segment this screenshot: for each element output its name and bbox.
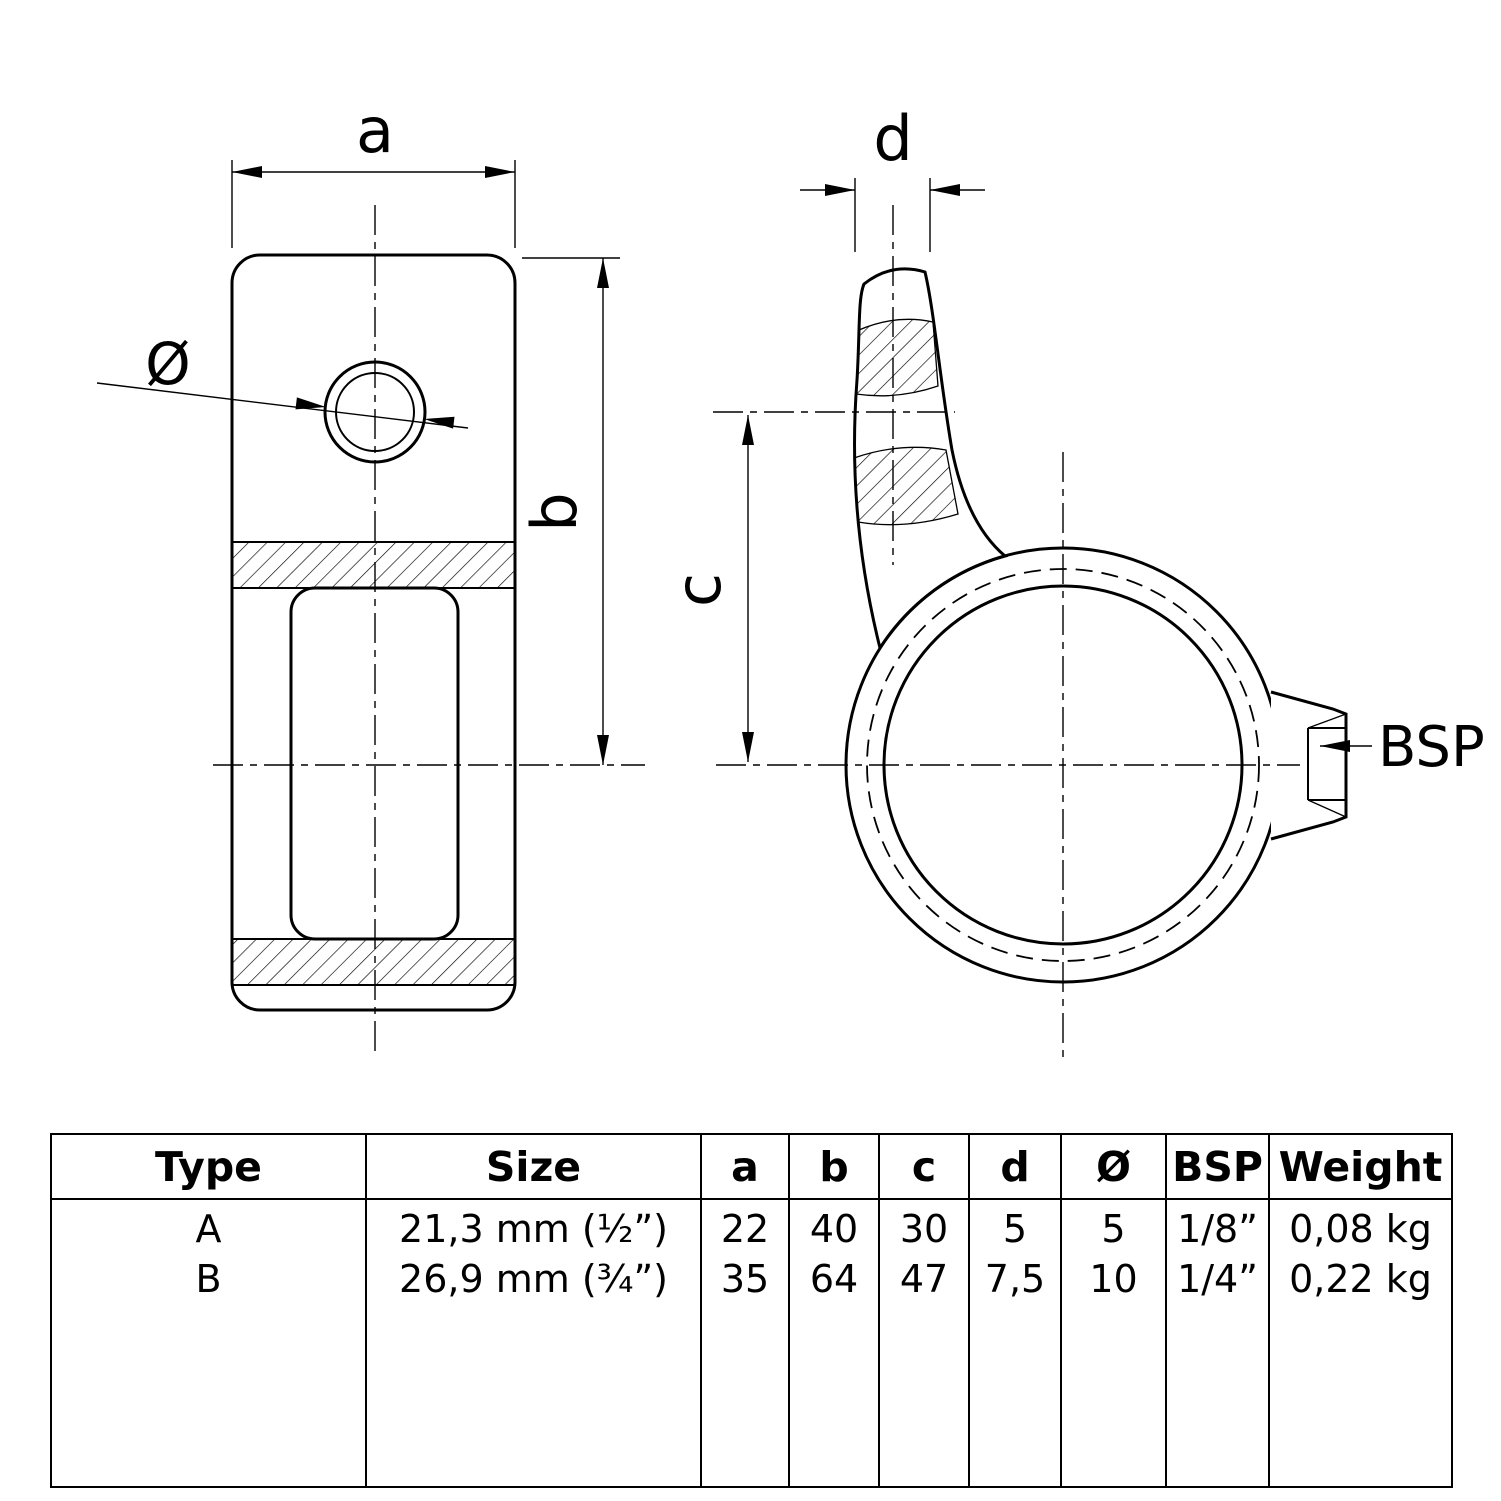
col-header-c: c bbox=[880, 1135, 970, 1200]
cell-a-row-a: 22 bbox=[720, 1207, 770, 1251]
table-col-d: 5 7,5 bbox=[970, 1200, 1062, 1486]
table-col-a: 22 35 bbox=[702, 1200, 790, 1486]
front-view: a b Ø bbox=[96, 94, 645, 1058]
table-col-diameter: 5 10 bbox=[1062, 1200, 1167, 1486]
col-header-type: Type bbox=[52, 1135, 367, 1200]
dim-d-label: d bbox=[873, 102, 912, 175]
cell-type-row-b: B bbox=[195, 1257, 222, 1301]
cell-a-row-b: 35 bbox=[720, 1257, 770, 1301]
side-view: d c BSP bbox=[662, 102, 1485, 1062]
col-header-d: d bbox=[970, 1135, 1062, 1200]
cell-weight-row-a: 0,08 kg bbox=[1289, 1207, 1432, 1251]
technical-drawing: a b Ø bbox=[96, 94, 1485, 1062]
clamp-body-outline bbox=[230, 253, 517, 1012]
table-col-b: 40 64 bbox=[790, 1200, 880, 1486]
lug-hatch-bottom bbox=[853, 446, 959, 526]
bsp-label: BSP bbox=[1378, 715, 1485, 780]
cell-type-row-a: A bbox=[195, 1207, 222, 1251]
bsp-chamfer-top bbox=[1307, 713, 1347, 729]
table-col-c: 30 47 bbox=[880, 1200, 970, 1486]
cell-c-row-a: 30 bbox=[899, 1207, 949, 1251]
bsp-chamfer-bottom bbox=[1307, 799, 1347, 818]
cell-c-row-b: 47 bbox=[899, 1257, 949, 1301]
table-col-bsp: 1/8” 1/4” bbox=[1167, 1200, 1270, 1486]
cell-b-row-b: 64 bbox=[809, 1257, 859, 1301]
dim-a-label: a bbox=[356, 94, 394, 167]
table-col-weight: 0,08 kg 0,22 kg bbox=[1270, 1200, 1451, 1486]
col-header-a: a bbox=[702, 1135, 790, 1200]
cell-d-row-a: 5 bbox=[1002, 1207, 1028, 1251]
table-col-type: A B bbox=[52, 1200, 367, 1486]
section-hatch-top bbox=[231, 541, 516, 589]
lug-hatch-top bbox=[855, 318, 939, 397]
col-header-size: Size bbox=[367, 1135, 702, 1200]
cell-d-row-b: 7,5 bbox=[984, 1257, 1046, 1301]
cell-weight-row-b: 0,22 kg bbox=[1289, 1257, 1432, 1301]
diameter-symbol-label: Ø bbox=[145, 330, 191, 398]
cell-diameter-row-b: 10 bbox=[1089, 1257, 1138, 1301]
section-hatch-bottom bbox=[231, 938, 516, 986]
cell-size-row-b: 26,9 mm (¾”) bbox=[399, 1257, 668, 1301]
dimension-b: b bbox=[518, 257, 620, 765]
cell-bsp-row-a: 1/8” bbox=[1177, 1207, 1258, 1251]
col-header-weight: Weight bbox=[1270, 1135, 1451, 1200]
table-col-size: 21,3 mm (½”) 26,9 mm (¾”) bbox=[367, 1200, 702, 1486]
col-header-b: b bbox=[790, 1135, 880, 1200]
cell-bsp-row-b: 1/4” bbox=[1177, 1257, 1258, 1301]
dim-c-label: c bbox=[662, 573, 735, 607]
col-header-bsp: BSP bbox=[1167, 1135, 1270, 1200]
bsp-callout: BSP bbox=[1320, 715, 1485, 780]
spec-table: Type Size a b c d Ø BSP Weight A B 21,3 … bbox=[50, 1133, 1453, 1488]
cell-b-row-a: 40 bbox=[809, 1207, 859, 1251]
cell-size-row-a: 21,3 mm (½”) bbox=[399, 1207, 668, 1251]
col-header-diameter: Ø bbox=[1062, 1135, 1167, 1200]
diameter-callout: Ø bbox=[96, 330, 469, 429]
cell-diameter-row-a: 5 bbox=[1101, 1207, 1126, 1251]
dimension-c: c bbox=[662, 415, 754, 762]
dim-b-label: b bbox=[518, 492, 591, 531]
dimension-a: a bbox=[231, 94, 516, 248]
dimension-d: d bbox=[800, 102, 985, 252]
